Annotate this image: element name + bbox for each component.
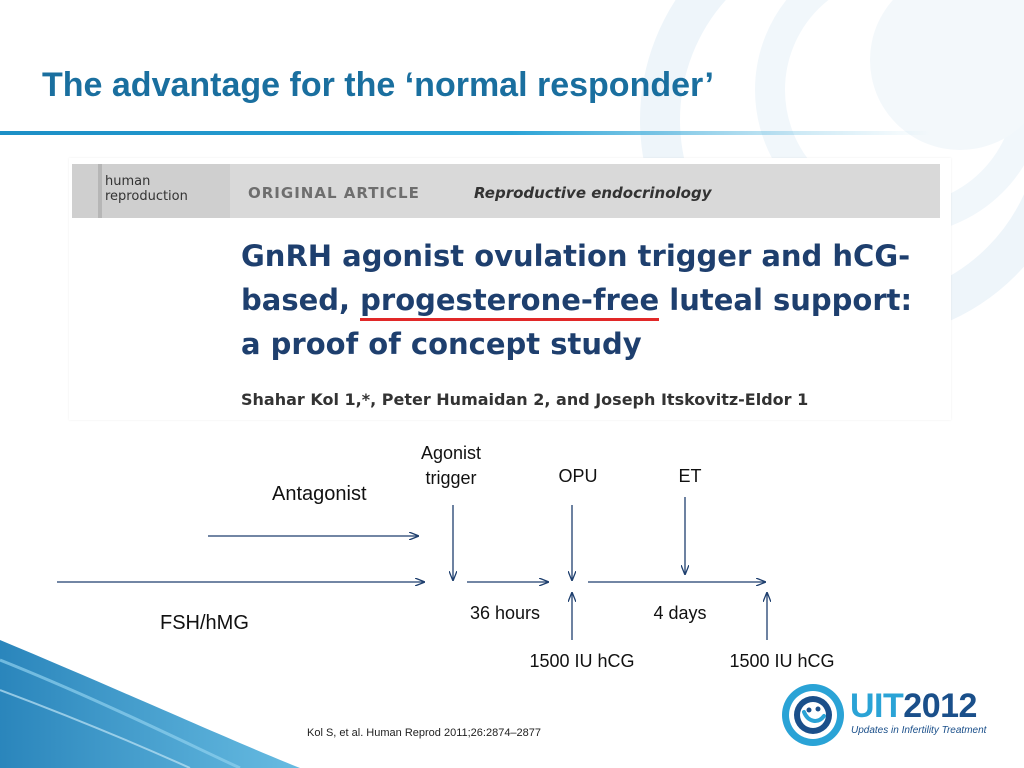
heading-highlight: progesterone-free [360,283,660,321]
heading-part-2: luteal support: a proof of concept study [241,283,913,361]
article-type: ORIGINAL ARTICLE [248,184,420,202]
hcg-1-label: 1500 IU hCG [529,651,635,671]
antagonist-label: Antagonist [272,483,367,505]
uit-logo-icon [782,684,844,746]
article-header-card: human reproduction ORIGINAL ARTICLE Repr… [69,158,951,420]
slide-title: The advantage for the ‘normal responder’ [42,66,714,104]
title-underline [0,131,930,135]
interval-4days-label: 4 days [653,603,707,623]
agonist-trigger-label: Agonist trigger [420,443,482,488]
hcg-2-label: 1500 IU hCG [729,651,835,671]
journal-logo-stripe [98,164,102,218]
article-authors: Shahar Kol 1,*, Peter Humaidan 2, and Jo… [241,390,809,409]
logo-word-part-2: 2012 [903,687,977,725]
article-section: Reproductive endocrinology [474,184,712,202]
uit-logo-wordmark: UIT2012 [850,689,977,723]
journal-logo-text: human reproduction [105,174,188,204]
journal-logo: human reproduction [72,164,230,218]
logo-word-part-1: UIT [850,687,904,725]
uit-logo-tagline: Updates in Infertility Treatment [851,725,987,736]
journal-bar: human reproduction ORIGINAL ARTICLE Repr… [72,164,940,218]
fsh-hmg-label: FSH/hMG [160,612,249,634]
et-label: ET [678,466,702,486]
opu-label: OPU [558,466,598,486]
interval-36h-label: 36 hours [469,603,541,623]
heading-part-1: GnRH agonist ovulation trigger and hCG-b… [241,239,911,317]
citation: Kol S, et al. Human Reprod 2011;26:2874–… [307,727,542,739]
article-heading: GnRH agonist ovulation trigger and hCG-b… [241,234,931,366]
